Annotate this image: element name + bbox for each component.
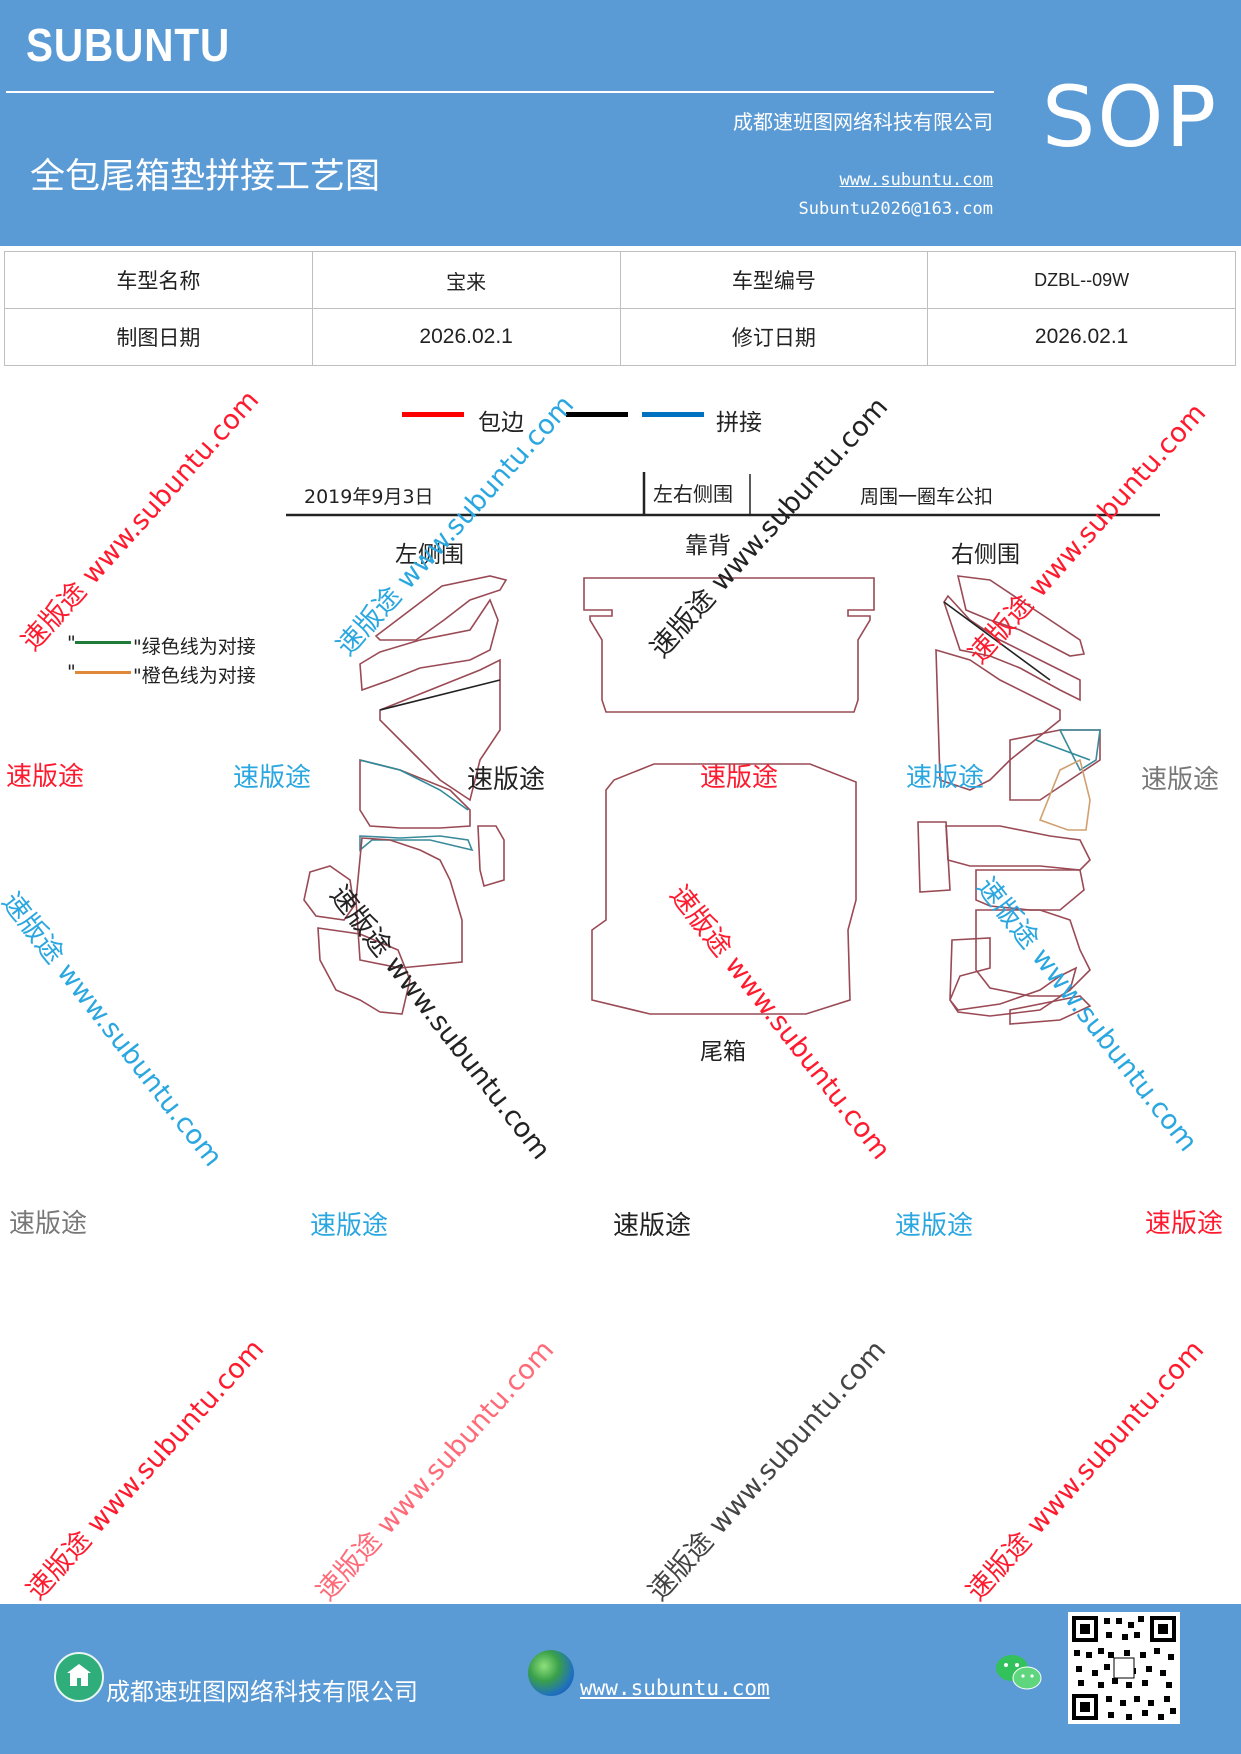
- left-side-piece-2: [359, 598, 499, 692]
- right-side-piece-2: [943, 594, 1081, 702]
- backrest-piece: [583, 577, 875, 713]
- watermark-text: 速版途: [700, 763, 779, 793]
- legend-splice-line: [642, 412, 704, 417]
- legend-edge-line: [402, 412, 464, 417]
- left-side-piece-9: [317, 927, 411, 1015]
- left-seam-teal: [359, 759, 469, 811]
- left-side-piece-7: [355, 837, 463, 969]
- wechat-icon[interactable]: [994, 1652, 1044, 1694]
- header-divider: [6, 91, 994, 93]
- trunk-label: 尾箱: [700, 1039, 746, 1065]
- watermark-text: 速版途: [6, 762, 85, 792]
- left-side-piece-6: [477, 825, 505, 888]
- table-row: 车型名称 宝来 车型编号 DZBL--09W: [4, 251, 1236, 309]
- right-side-label: 右侧围: [951, 542, 1020, 568]
- watermark-text: 速版途: [9, 1209, 88, 1239]
- right-side-piece-5: [1058, 729, 1101, 772]
- right-seam-teal: [1035, 739, 1091, 761]
- right-side-piece-1: [956, 575, 1086, 657]
- legend-black-line: [566, 412, 628, 417]
- trunk-floor-piece: [591, 763, 857, 1015]
- right-seam-black: [943, 601, 1051, 681]
- left-side-piece-1: [374, 575, 508, 641]
- model-code-value: DZBL--09W: [927, 251, 1236, 309]
- watermark-text: 速版途: [1141, 765, 1220, 795]
- orange-note: "橙色线为对接: [133, 665, 256, 687]
- brand-logo-text: SUBUNTU: [26, 19, 231, 71]
- globe-icon: [528, 1650, 574, 1696]
- model-name-value: 宝来: [311, 251, 621, 309]
- left-side-piece-4: [359, 758, 471, 829]
- header-website-link[interactable]: www.subuntu.com: [839, 170, 993, 190]
- backrest-label: 靠背: [685, 533, 731, 559]
- revise-date-label: 修订日期: [619, 308, 929, 366]
- right-side-piece-8: [945, 825, 1091, 871]
- table-row: 制图日期 2026.02.1 修订日期 2026.02.1: [4, 308, 1236, 366]
- footer-website-link[interactable]: www.subuntu.com: [580, 1676, 770, 1700]
- legend-edge-label: 包边: [478, 410, 524, 436]
- diagram-date: 2019年9月3日: [304, 486, 434, 508]
- watermark-text: 速版途: [895, 1211, 974, 1241]
- watermark-text: 速版途: [467, 765, 546, 795]
- watermark-text: 速版途: [613, 1211, 692, 1241]
- page-title: 全包尾箱垫拼接工艺图: [30, 157, 381, 197]
- model-code-label: 车型编号: [619, 251, 929, 309]
- watermark-text: 速版途: [906, 763, 985, 793]
- left-side-label: 左侧围: [395, 542, 464, 568]
- qr-code: [1068, 1612, 1180, 1724]
- right-side-piece-9: [975, 869, 1085, 911]
- right-side-piece-6: [1038, 758, 1091, 831]
- info-table: 车型名称 宝来 车型编号 DZBL--09W 制图日期 2026.02.1 修订…: [4, 251, 1236, 366]
- right-side-piece-11: [949, 937, 1078, 1017]
- left-seam-black: [379, 679, 501, 711]
- draw-date-label: 制图日期: [4, 308, 313, 366]
- perimeter-note: 周围一圈车公扣: [860, 486, 994, 508]
- green-note-line: [75, 641, 131, 644]
- right-side-piece-12: [1009, 995, 1092, 1025]
- left-side-piece-8: [303, 865, 355, 921]
- side-both-label: 左右侧围: [653, 482, 733, 506]
- draw-date-value: 2026.02.1: [311, 308, 621, 366]
- right-side-piece-3: [935, 648, 1061, 791]
- orange-note-line: [75, 671, 131, 674]
- legend-splice-label: 拼接: [716, 410, 762, 436]
- revise-date-value: 2026.02.1: [927, 308, 1236, 366]
- model-name-label: 车型名称: [4, 251, 313, 309]
- header-email: Subuntu2026@163.com: [798, 199, 993, 219]
- right-side-piece-7: [917, 821, 951, 893]
- green-note-quote: ": [67, 632, 76, 654]
- footer-company: 成都速班图网络科技有限公司: [106, 1678, 418, 1706]
- left-side-piece-5: [359, 835, 474, 852]
- watermark-text: 速版途: [233, 763, 312, 793]
- header-company: 成都速班图网络科技有限公司: [733, 110, 993, 134]
- left-side-piece-3: [379, 658, 501, 802]
- watermark-text: 速版途: [1145, 1209, 1224, 1239]
- watermark-text: 速版途: [310, 1211, 389, 1241]
- green-note: "绿色线为对接: [133, 636, 256, 658]
- home-icon: [54, 1652, 104, 1702]
- orange-note-quote: ": [67, 661, 76, 683]
- header-band: [0, 0, 1241, 246]
- sop-badge: SOP: [1042, 68, 1219, 166]
